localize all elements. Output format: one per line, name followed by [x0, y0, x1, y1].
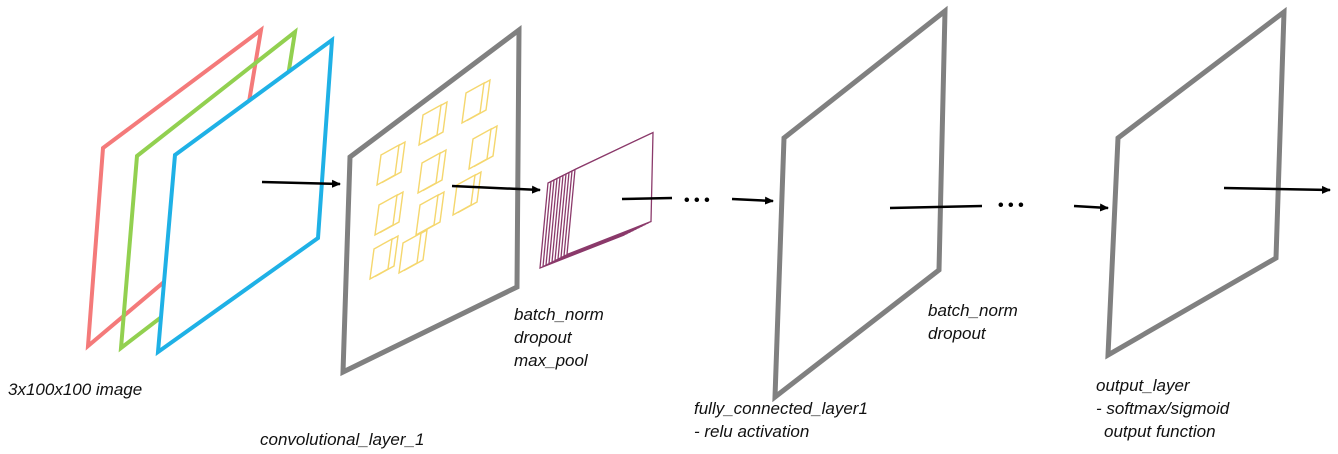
filter-cube — [461, 78, 491, 125]
fc-layer-title: fully_connected_layer1 — [694, 399, 868, 418]
fc-op-batch-norm: batch_norm — [928, 301, 1018, 320]
ellipsis-1: • • • — [684, 192, 710, 209]
output-layer-function: - softmax/sigmoid — [1096, 399, 1230, 418]
connector-pool-to-dots — [621, 196, 673, 201]
conv-filters — [369, 78, 498, 281]
pooled-map — [566, 131, 654, 256]
pool-op-max-pool: max_pool — [514, 351, 588, 370]
fc-ops-label: batch_norm dropout — [928, 299, 1018, 345]
pool-ops-label: batch_norm dropout max_pool — [514, 303, 604, 372]
output-layer-title: output_layer — [1096, 376, 1190, 395]
filter-cube — [415, 190, 445, 237]
output-layer-plane — [1105, 6, 1287, 360]
pool-op-dropout: dropout — [514, 328, 572, 347]
arrow-dots-to-output — [1073, 203, 1109, 212]
input-channel-blue — [155, 35, 335, 357]
pool-op-batch-norm: batch_norm — [514, 305, 604, 324]
filter-cube — [374, 190, 404, 237]
filter-cube — [369, 234, 399, 281]
arrow-conv-to-pool — [451, 184, 541, 194]
arrow-dots-to-fc — [731, 196, 774, 205]
fc-layer-plane — [772, 5, 948, 403]
output-layer-function-cont: output function — [1104, 422, 1216, 441]
input-label: 3x100x100 image — [8, 380, 143, 399]
fc-op-dropout: dropout — [928, 324, 986, 343]
arrow-input-to-conv — [261, 179, 341, 188]
input-image — [85, 25, 335, 357]
filter-cube — [417, 148, 447, 195]
filter-cube — [376, 140, 406, 187]
ellipsis-2: • • • — [998, 197, 1024, 214]
conv-layer — [340, 24, 522, 377]
arrow-output — [1223, 185, 1331, 194]
connector-fc-to-dots — [889, 204, 983, 210]
pooled-feature-maps — [539, 131, 654, 269]
filter-cube — [398, 228, 428, 275]
filter-cube — [468, 124, 498, 171]
fc-layer-label: fully_connected_layer1 - relu activation — [694, 397, 868, 443]
fc-layer-activation: - relu activation — [694, 422, 810, 441]
filter-cube — [452, 170, 482, 217]
output-layer-label: output_layer - softmax/sigmoid output fu… — [1096, 374, 1229, 443]
filter-cube — [418, 100, 448, 147]
conv-layer-label: convolutional_layer_1 — [260, 430, 425, 449]
